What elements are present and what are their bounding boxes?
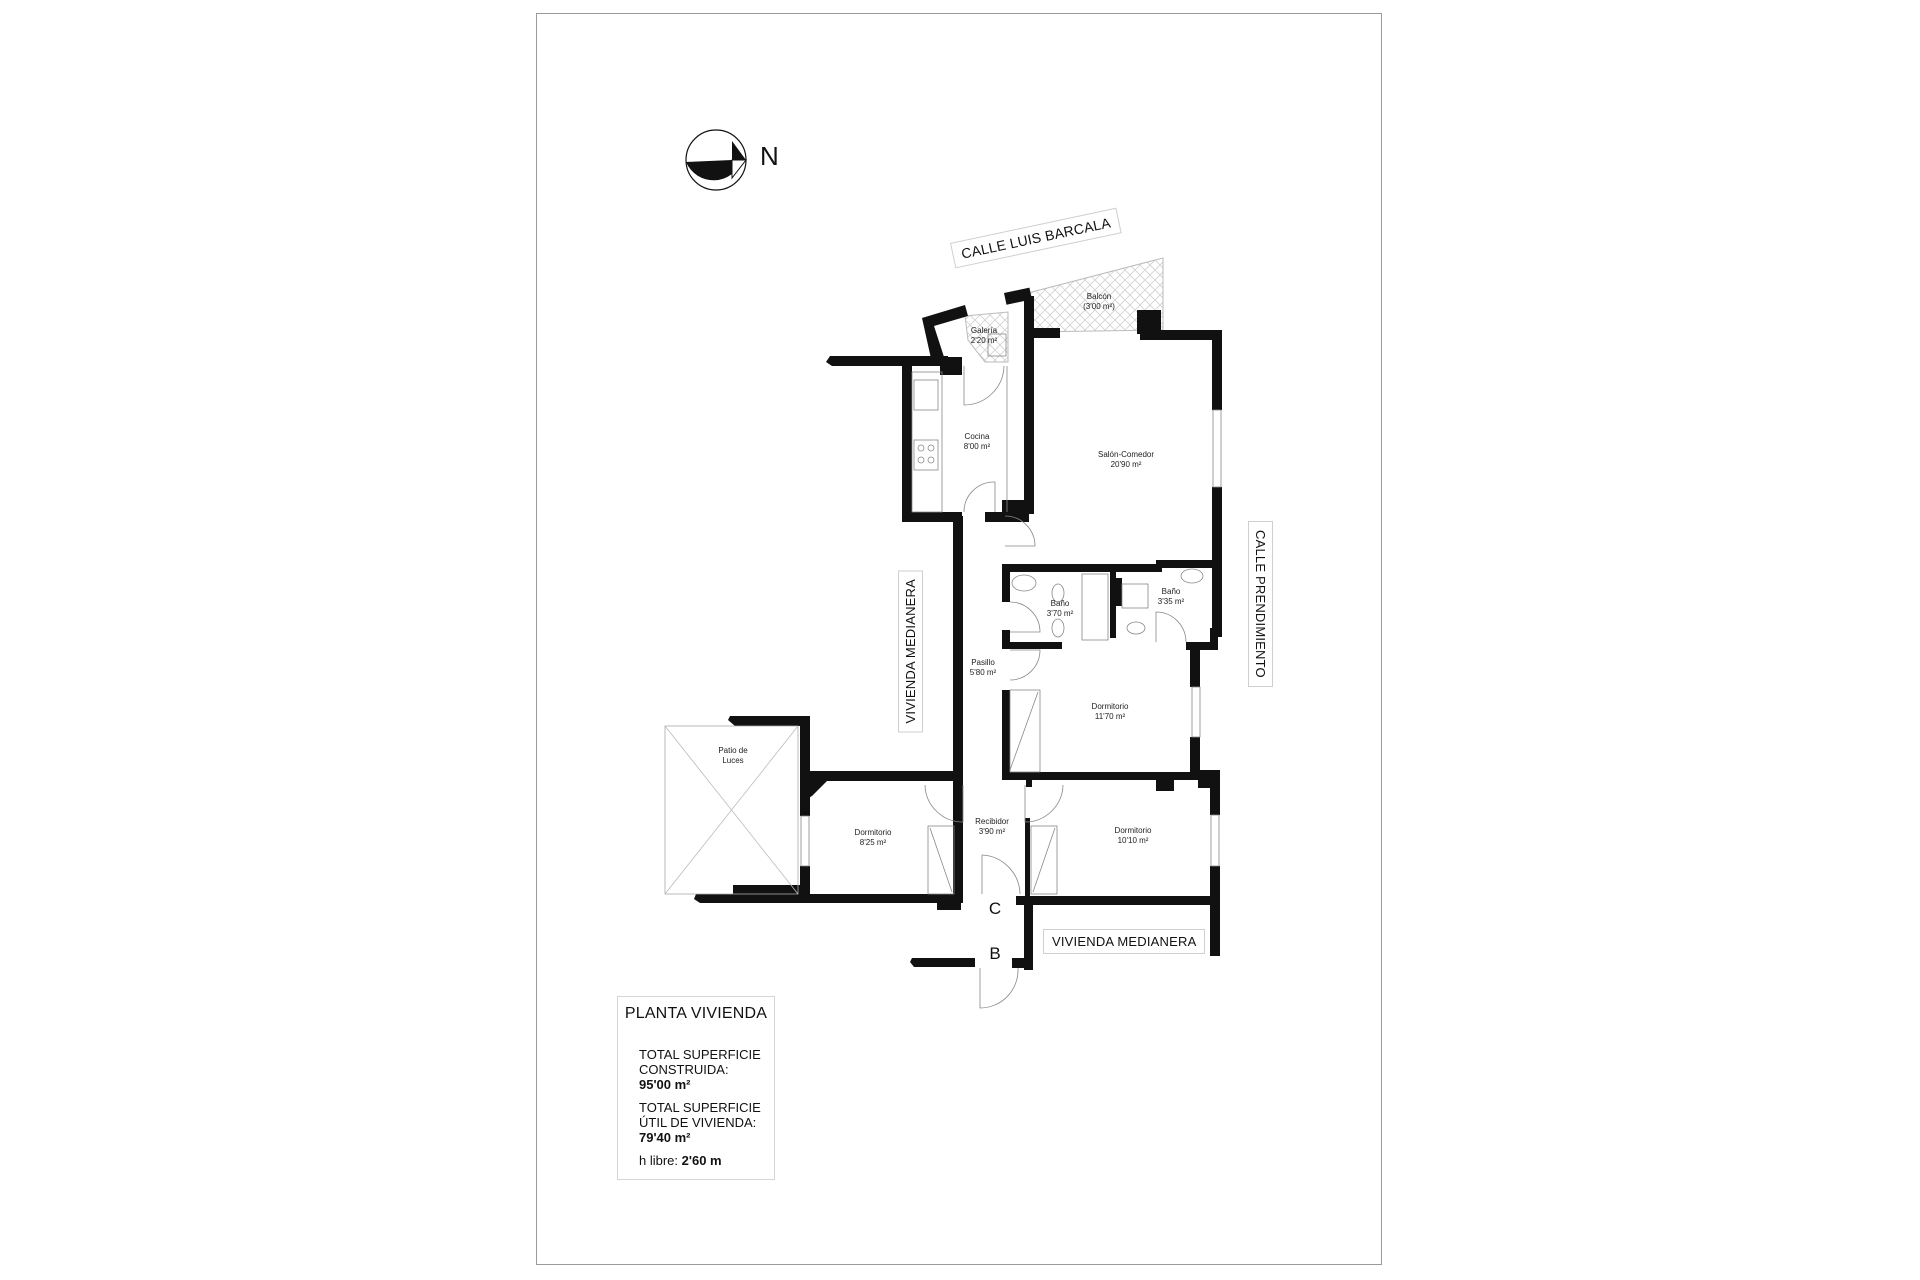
free-height-value: 2'60 m bbox=[681, 1153, 722, 1168]
plan-title: PLANTA VIVIENDA bbox=[624, 1005, 768, 1022]
neighbor-label-left: VIVIENDA MEDIANERA bbox=[898, 570, 923, 733]
free-height-label: h libre: bbox=[639, 1153, 679, 1168]
surface-summary-box: PLANTA VIVIENDA TOTAL SUPERFICIE CONSTRU… bbox=[617, 996, 775, 1180]
useful-area-value: 79'40 m² bbox=[639, 1130, 691, 1145]
neighbor-label-bottom: VIVIENDA MEDIANERA bbox=[1043, 929, 1206, 954]
useful-area-label-1: TOTAL SUPERFICIE bbox=[639, 1100, 761, 1115]
street-label-right: CALLE PRENDIMIENTO bbox=[1248, 521, 1273, 687]
access-marker-c: C bbox=[983, 897, 1007, 921]
north-label: N bbox=[760, 141, 779, 171]
built-area-label-1: TOTAL SUPERFICIE bbox=[639, 1047, 761, 1062]
useful-area-label-2: ÚTIL DE VIVIENDA: bbox=[639, 1115, 757, 1130]
built-area-value: 95'00 m² bbox=[639, 1077, 691, 1092]
access-marker-b: B bbox=[983, 942, 1007, 966]
compass-icon bbox=[685, 129, 748, 191]
built-area-label-2: CONSTRUIDA: bbox=[639, 1062, 729, 1077]
room-label-balcon: Balcón(3'00 m²) bbox=[1083, 292, 1115, 311]
free-height: h libre: 2'60 m bbox=[639, 1153, 761, 1168]
